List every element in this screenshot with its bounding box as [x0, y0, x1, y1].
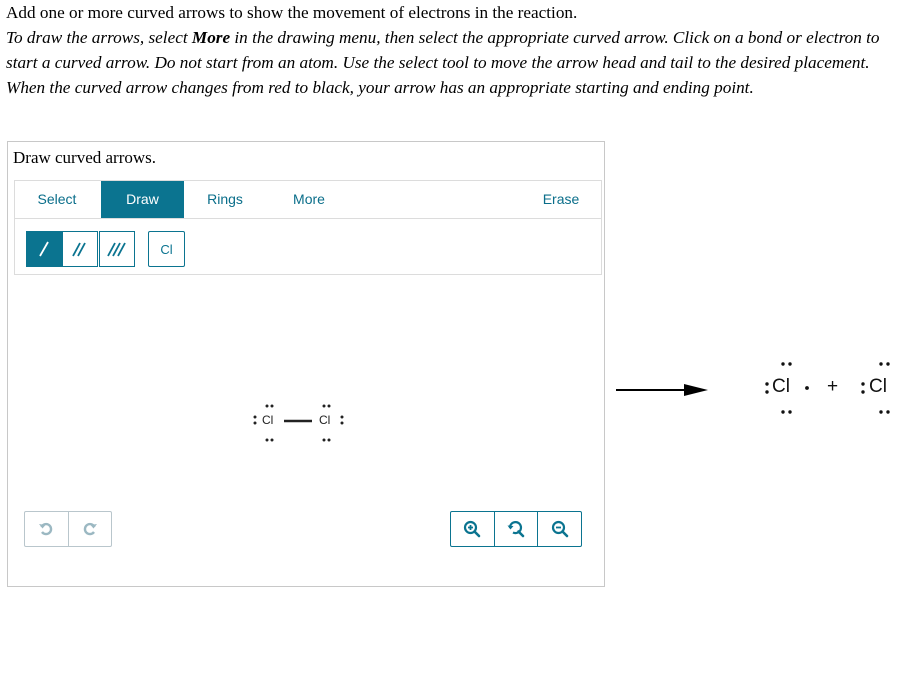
instruction-line-1: Add one or more curved arrows to show th…: [6, 3, 578, 22]
lone-pair-dot: [265, 404, 269, 408]
lone-pair-dot: [322, 438, 326, 442]
instructions: Add one or more curved arrows to show th…: [6, 0, 903, 100]
drawing-toolbar: Select Draw Rings More Erase Cl: [14, 180, 602, 275]
redo-button[interactable]: [67, 512, 112, 546]
tab-rings[interactable]: Rings: [207, 191, 243, 207]
reactant-molecule: [253, 404, 344, 442]
element-cl-button[interactable]: Cl: [148, 231, 185, 267]
triple-bond-icon: [107, 242, 126, 257]
tab-draw[interactable]: Draw: [101, 181, 184, 218]
zoom-out-icon: [551, 520, 568, 538]
undo-icon: [39, 522, 53, 536]
drawing-canvas[interactable]: Cl Cl: [8, 277, 604, 577]
lone-pair-dot: [340, 415, 344, 419]
instruction-text-a: To draw the arrows, select: [6, 28, 192, 47]
panel-title: Draw curved arrows.: [13, 148, 157, 167]
products-lone-pairs: [765, 362, 890, 414]
lone-pair-dot: [253, 415, 257, 419]
zoom-reset-button[interactable]: [493, 512, 538, 546]
lone-pair-dot: [340, 421, 344, 425]
lone-pair-dot: [327, 438, 331, 442]
zoom-controls: [450, 511, 582, 547]
single-bond-icon: [39, 241, 49, 257]
history-controls: [24, 511, 112, 547]
zoom-in-button[interactable]: [451, 512, 494, 546]
reactant-atom-right[interactable]: Cl: [319, 413, 331, 427]
reaction-arrow-icon: [616, 384, 708, 396]
tab-select[interactable]: Select: [37, 191, 77, 207]
triple-bond-button[interactable]: [99, 231, 135, 267]
tab-erase[interactable]: Erase: [542, 191, 580, 207]
instruction-paragraph: To draw the arrows, select More in the d…: [6, 25, 903, 100]
lone-pair-dot: [253, 421, 257, 425]
product-cl-anion: Cl: [869, 376, 887, 397]
instruction-more-bold: More: [191, 28, 231, 47]
zoom-reset-icon: [507, 521, 525, 538]
drawing-panel: Draw curved arrows. Select Draw Rings Mo…: [7, 141, 605, 587]
lone-pair-dot: [270, 438, 274, 442]
plus-sign: +: [827, 376, 839, 397]
undo-button[interactable]: [25, 512, 68, 546]
lone-pair-dot: [270, 404, 274, 408]
zoom-out-button[interactable]: [537, 512, 581, 546]
lone-pair-dot: [322, 404, 326, 408]
lone-pair-dot: [327, 404, 331, 408]
product-cl-radical: Cl: [772, 376, 790, 397]
single-bond-button[interactable]: [26, 231, 62, 267]
radical-electron: [805, 386, 809, 390]
redo-icon: [83, 522, 97, 536]
double-bond-button[interactable]: [62, 231, 98, 267]
lone-pair-dot: [265, 438, 269, 442]
instruction-text-b: in the drawing menu, then select the app…: [6, 28, 880, 97]
tab-more[interactable]: More: [293, 191, 325, 207]
drawing-menu-tabs: Select Draw Rings More Erase: [15, 181, 601, 219]
zoom-in-icon: [464, 520, 481, 538]
reactant-atom-left[interactable]: Cl: [262, 413, 274, 427]
double-bond-icon: [72, 242, 86, 257]
